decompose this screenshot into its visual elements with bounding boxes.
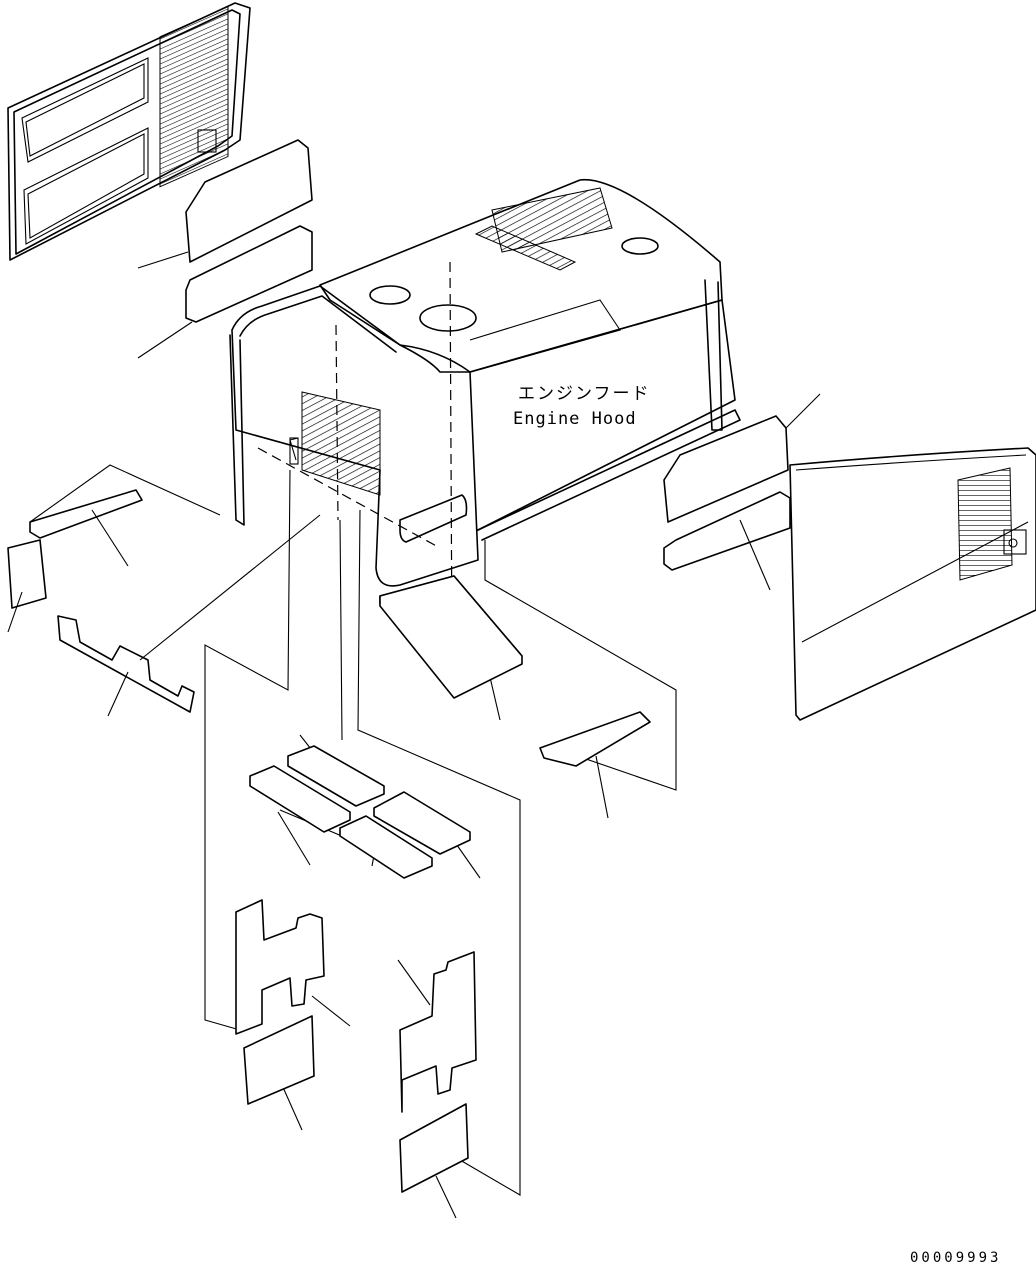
- insulation-wedge-lower-right: [539, 711, 651, 767]
- insulation-strip-notched: [57, 615, 195, 717]
- engine-hood-label: エンジンフード Engine Hood: [513, 384, 651, 429]
- small-pad-right: [399, 1103, 469, 1193]
- left-side-door-panel: [7, 2, 251, 261]
- notched-insulation-plate-left: [235, 899, 325, 1035]
- center-pad-c: [373, 791, 471, 855]
- engine-hood-label-japanese: エンジンフード: [518, 384, 651, 404]
- insulation-wedge-upper-left: [29, 489, 143, 567]
- right-door-insulation-pad-upper: [663, 393, 821, 523]
- door-insulation-pad-upper: [137, 139, 313, 269]
- right-side-door-panel: [789, 447, 1036, 721]
- door-insulation-pad-lower: [137, 225, 313, 359]
- drawing-number: 00009993: [910, 1250, 1001, 1265]
- center-pad-d: [339, 815, 433, 879]
- right-door-insulation-pad-lower: [663, 491, 791, 591]
- floor-pad-square: [379, 575, 523, 699]
- small-pad-left: [243, 1015, 315, 1105]
- engine-hood-assembly: [229, 178, 741, 587]
- insulation-block-left: [7, 539, 47, 633]
- center-pad-b: [249, 765, 351, 833]
- notched-insulation-plate-right: [399, 951, 477, 1113]
- engine-hood-label-english: Engine Hood: [513, 409, 637, 429]
- center-pad-a: [287, 745, 385, 807]
